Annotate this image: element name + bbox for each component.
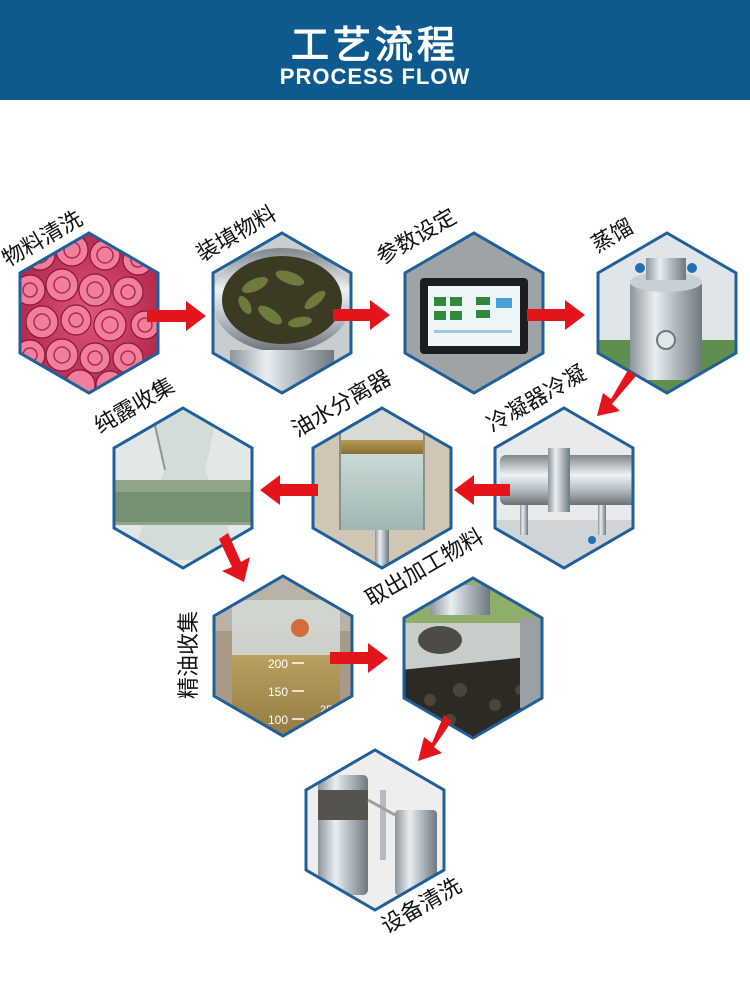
photo-distiller [593, 228, 743, 400]
photo-hydrosol-flask [109, 403, 259, 573]
flow-arrow [260, 475, 318, 505]
flow-arrow [597, 370, 636, 416]
step-hexagon-condense [490, 403, 650, 575]
step-hexagon-unload [399, 573, 549, 745]
step-hexagon-hydrosol [109, 403, 259, 573]
photo-condenser [490, 403, 650, 575]
flow-arrow [418, 715, 452, 761]
step-label-distill: 蒸馏 [587, 215, 638, 259]
step-label-oil: 精油收集 [177, 611, 202, 699]
beaker-mark-100: 100 [268, 713, 288, 727]
beaker-mark-200: 200 [268, 657, 288, 671]
beaker-mark-150: 150 [268, 685, 288, 699]
flow-arrow [219, 533, 250, 582]
photo-unload-material [399, 573, 549, 745]
step-hexagon-distill [593, 228, 743, 400]
